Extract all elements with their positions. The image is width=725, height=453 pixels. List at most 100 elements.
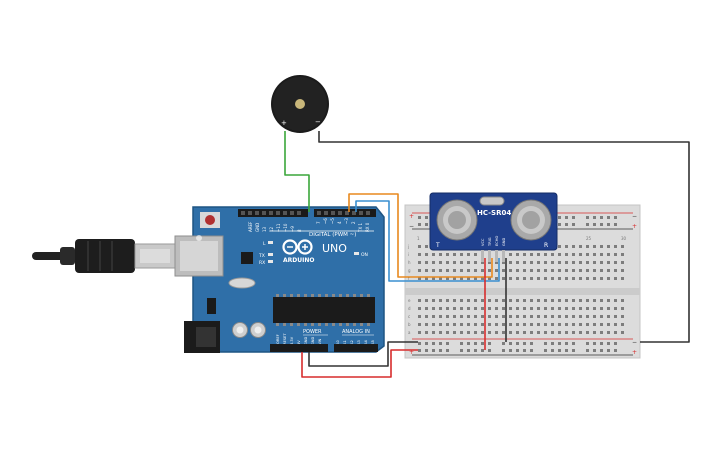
breadboard-hole[interactable] bbox=[544, 315, 547, 318]
breadboard-hole[interactable] bbox=[502, 349, 505, 352]
breadboard-hole[interactable] bbox=[600, 307, 603, 310]
breadboard-hole[interactable] bbox=[439, 261, 442, 264]
breadboard-hole[interactable] bbox=[446, 307, 449, 310]
breadboard-hole[interactable] bbox=[579, 245, 582, 248]
breadboard-hole[interactable] bbox=[467, 349, 470, 352]
breadboard-hole[interactable] bbox=[551, 323, 554, 326]
breadboard-hole[interactable] bbox=[544, 331, 547, 334]
breadboard-hole[interactable] bbox=[593, 216, 596, 219]
breadboard-hole[interactable] bbox=[523, 323, 526, 326]
breadboard-hole[interactable] bbox=[481, 269, 484, 272]
breadboard-hole[interactable] bbox=[621, 315, 624, 318]
breadboard-hole[interactable] bbox=[439, 315, 442, 318]
breadboard-hole[interactable] bbox=[502, 307, 505, 310]
breadboard-hole[interactable] bbox=[621, 331, 624, 334]
breadboard-hole[interactable] bbox=[593, 269, 596, 272]
wire-trig[interactable] bbox=[348, 193, 493, 278]
breadboard-hole[interactable] bbox=[432, 342, 435, 345]
breadboard-hole[interactable] bbox=[425, 349, 428, 352]
breadboard-hole[interactable] bbox=[460, 331, 463, 334]
breadboard-hole[interactable] bbox=[614, 253, 617, 256]
breadboard-hole[interactable] bbox=[425, 331, 428, 334]
breadboard-hole[interactable] bbox=[607, 331, 610, 334]
breadboard-hole[interactable] bbox=[607, 299, 610, 302]
breadboard-hole[interactable] bbox=[453, 307, 456, 310]
breadboard-hole[interactable] bbox=[467, 299, 470, 302]
breadboard-hole[interactable] bbox=[467, 331, 470, 334]
breadboard-hole[interactable] bbox=[432, 349, 435, 352]
breadboard-hole[interactable] bbox=[621, 245, 624, 248]
breadboard-hole[interactable] bbox=[467, 323, 470, 326]
breadboard-hole[interactable] bbox=[453, 253, 456, 256]
breadboard-hole[interactable] bbox=[621, 253, 624, 256]
breadboard-hole[interactable] bbox=[607, 253, 610, 256]
breadboard-hole[interactable] bbox=[593, 261, 596, 264]
breadboard-hole[interactable] bbox=[600, 315, 603, 318]
wire-echo[interactable] bbox=[355, 200, 500, 282]
breadboard-hole[interactable] bbox=[418, 269, 421, 272]
breadboard-hole[interactable] bbox=[425, 315, 428, 318]
breadboard-hole[interactable] bbox=[523, 253, 526, 256]
breadboard-hole[interactable] bbox=[565, 277, 568, 280]
breadboard-hole[interactable] bbox=[460, 269, 463, 272]
breadboard-hole[interactable] bbox=[530, 299, 533, 302]
breadboard-hole[interactable] bbox=[460, 342, 463, 345]
breadboard-hole[interactable] bbox=[572, 331, 575, 334]
breadboard-hole[interactable] bbox=[481, 323, 484, 326]
breadboard-hole[interactable] bbox=[600, 349, 603, 352]
breadboard-hole[interactable] bbox=[614, 307, 617, 310]
breadboard-hole[interactable] bbox=[558, 245, 561, 248]
breadboard-hole[interactable] bbox=[558, 253, 561, 256]
breadboard-hole[interactable] bbox=[586, 269, 589, 272]
breadboard-hole[interactable] bbox=[565, 315, 568, 318]
breadboard-hole[interactable] bbox=[516, 331, 519, 334]
breadboard-hole[interactable] bbox=[495, 277, 498, 280]
breadboard-hole[interactable] bbox=[607, 223, 610, 226]
breadboard-hole[interactable] bbox=[516, 269, 519, 272]
breadboard-hole[interactable] bbox=[488, 323, 491, 326]
breadboard-hole[interactable] bbox=[418, 331, 421, 334]
breadboard-hole[interactable] bbox=[558, 216, 561, 219]
breadboard-hole[interactable] bbox=[495, 307, 498, 310]
breadboard-hole[interactable] bbox=[558, 269, 561, 272]
breadboard-hole[interactable] bbox=[593, 223, 596, 226]
breadboard-hole[interactable] bbox=[565, 253, 568, 256]
breadboard-hole[interactable] bbox=[439, 269, 442, 272]
breadboard-hole[interactable] bbox=[474, 331, 477, 334]
breadboard-hole[interactable] bbox=[509, 349, 512, 352]
breadboard-hole[interactable] bbox=[509, 277, 512, 280]
breadboard-hole[interactable] bbox=[425, 299, 428, 302]
breadboard-hole[interactable] bbox=[586, 216, 589, 219]
breadboard-hole[interactable] bbox=[607, 307, 610, 310]
breadboard-hole[interactable] bbox=[516, 315, 519, 318]
breadboard-hole[interactable] bbox=[530, 331, 533, 334]
breadboard-hole[interactable] bbox=[551, 253, 554, 256]
breadboard-hole[interactable] bbox=[558, 315, 561, 318]
breadboard-hole[interactable] bbox=[565, 307, 568, 310]
breadboard-hole[interactable] bbox=[523, 349, 526, 352]
breadboard-hole[interactable] bbox=[551, 342, 554, 345]
breadboard-hole[interactable] bbox=[509, 323, 512, 326]
breadboard-hole[interactable] bbox=[551, 269, 554, 272]
breadboard-hole[interactable] bbox=[460, 323, 463, 326]
breadboard-hole[interactable] bbox=[565, 349, 568, 352]
breadboard-hole[interactable] bbox=[544, 261, 547, 264]
breadboard-hole[interactable] bbox=[614, 269, 617, 272]
breadboard-hole[interactable] bbox=[446, 277, 449, 280]
breadboard-hole[interactable] bbox=[418, 349, 421, 352]
breadboard-hole[interactable] bbox=[579, 331, 582, 334]
breadboard-hole[interactable] bbox=[425, 277, 428, 280]
breadboard-hole[interactable] bbox=[572, 307, 575, 310]
breadboard-hole[interactable] bbox=[460, 349, 463, 352]
breadboard-hole[interactable] bbox=[467, 253, 470, 256]
breadboard-hole[interactable] bbox=[481, 307, 484, 310]
breadboard-hole[interactable] bbox=[467, 269, 470, 272]
breadboard-hole[interactable] bbox=[572, 299, 575, 302]
breadboard-hole[interactable] bbox=[509, 331, 512, 334]
breadboard-hole[interactable] bbox=[600, 299, 603, 302]
breadboard-hole[interactable] bbox=[474, 349, 477, 352]
breadboard-hole[interactable] bbox=[544, 342, 547, 345]
breadboard-hole[interactable] bbox=[558, 277, 561, 280]
breadboard-hole[interactable] bbox=[453, 315, 456, 318]
breadboard-hole[interactable] bbox=[593, 342, 596, 345]
